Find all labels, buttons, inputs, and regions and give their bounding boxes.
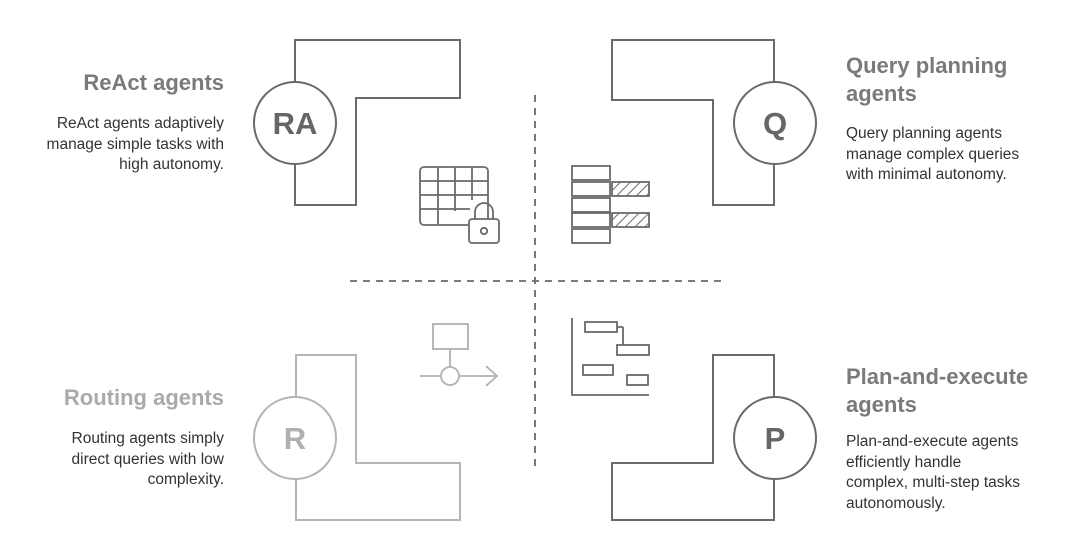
routing-flow-icon <box>420 323 499 387</box>
plan-l-shape <box>611 354 775 521</box>
plan-description: Plan-and-execute agents efficiently hand… <box>846 432 1076 514</box>
plan-description-line: efficiently handle <box>846 453 962 471</box>
plan-title-line: agents <box>846 392 917 417</box>
query-title-line: agents <box>846 81 917 106</box>
routing-badge: R <box>253 396 337 480</box>
react-description: ReAct agents adaptively manage simple ta… <box>0 114 224 176</box>
react-title: ReAct agents <box>83 70 224 95</box>
query-description-line: with minimal autonomy. <box>846 166 1007 183</box>
routing-badge-label: R <box>284 421 306 456</box>
react-description-line: manage simple tasks with <box>46 135 224 153</box>
routing-description-line: Routing agents simply <box>71 430 225 447</box>
routing-description-line: complexity. <box>147 471 224 488</box>
table-lock-icon <box>419 166 500 244</box>
query-badge-label: Q <box>763 106 787 141</box>
gantt-chart-icon <box>571 318 650 396</box>
routing-description: Routing agents simply direct queries wit… <box>0 429 225 491</box>
query-title-line: Query planning <box>846 53 1008 78</box>
react-description-line: high autonomy. <box>119 156 224 173</box>
plan-title-line: Plan-and-execute <box>846 364 1029 389</box>
plan-description-line: Plan-and-execute agents <box>846 433 1019 450</box>
query-description: Query planning agents manage complex que… <box>846 124 1076 186</box>
routing-title: Routing agents <box>63 385 224 410</box>
query-l-shape <box>611 39 775 206</box>
react-badge: RA <box>253 81 337 165</box>
query-badge: Q <box>733 81 817 165</box>
query-description-line: manage complex queries <box>846 145 1020 163</box>
plan-description-line: complex, multi-step tasks <box>846 474 1020 491</box>
react-badge-label: RA <box>273 106 318 141</box>
plan-badge-label: P <box>765 421 786 456</box>
routing-l-shape <box>295 354 461 521</box>
plan-title: Plan-and-execute agents <box>846 363 1066 419</box>
query-title: Query planning agents <box>846 52 1066 108</box>
react-l-shape <box>294 39 461 206</box>
plan-description-line: autonomously. <box>846 494 946 512</box>
routing-description-line: direct queries with low <box>71 450 224 468</box>
hatched-bars-icon <box>571 165 650 244</box>
plan-badge: P <box>733 396 817 480</box>
query-description-line: Query planning agents <box>846 125 1002 142</box>
react-description-line: ReAct agents adaptively <box>56 115 224 132</box>
